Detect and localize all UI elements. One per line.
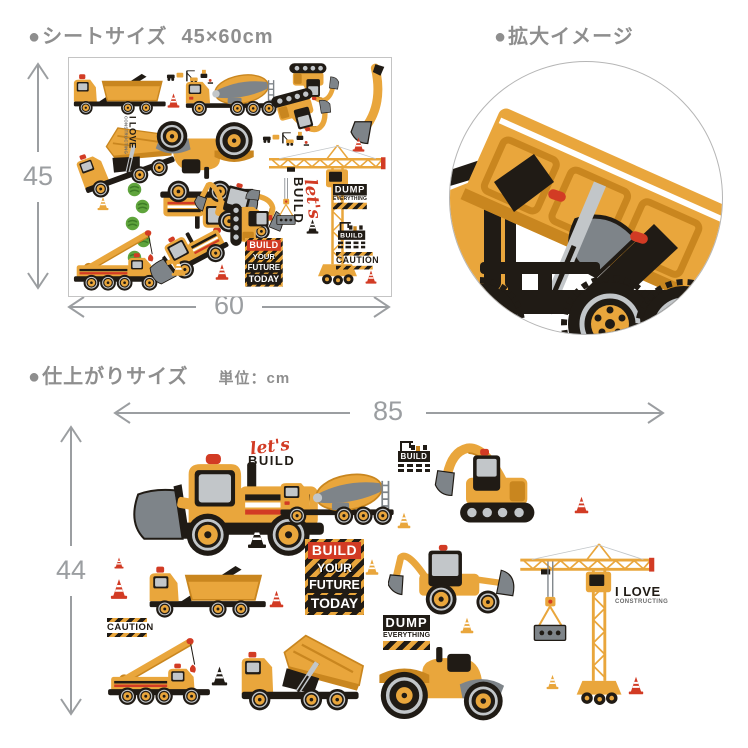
traffic-cone-icon: [397, 512, 411, 529]
traffic-cone-icon: [211, 666, 228, 686]
traffic-cone-icon: [269, 590, 284, 608]
dump-sign-line2: EVERYTHING: [333, 196, 368, 202]
build-text: BUILD: [338, 230, 366, 240]
road-roller-icon: [378, 645, 506, 722]
lets-text: let's: [248, 434, 292, 460]
future-sign-line1: BUILD: [308, 542, 361, 559]
sticker-dump-everything: DUMP EVERYTHING: [383, 615, 430, 650]
crane-truck-icon: [108, 638, 210, 705]
sticker-caution: CAUTION: [107, 618, 154, 637]
finished-width-label: 85: [372, 396, 404, 426]
build-text: BUILD: [398, 451, 430, 462]
traffic-cone-icon: [460, 617, 474, 634]
traffic-cone-icon: [365, 270, 377, 284]
finished-height-label: 44: [55, 555, 87, 585]
hazard-stripe: [333, 202, 367, 210]
dash-row: [398, 464, 430, 467]
dash-row: [338, 241, 366, 245]
traffic-cone-icon: [215, 264, 229, 280]
love-sign-line1: I LOVE: [615, 584, 661, 599]
traffic-cone-icon: [110, 579, 128, 599]
backhoe-loader-icon: [388, 545, 514, 615]
green-bush-icon: [125, 216, 140, 231]
dash-row: [338, 245, 366, 249]
excavator-icon: [435, 448, 534, 522]
dump-truck-closeup: [450, 108, 722, 334]
love-sign-line2: CONSTRUCTING: [615, 599, 669, 605]
sticker-lets-build: let's BUILD: [291, 177, 325, 224]
excavator-arm-icon: [351, 64, 384, 143]
enlarged-image-circle: [449, 61, 723, 335]
love-sign-line1: I LOVE: [127, 115, 139, 149]
future-sign-line4: TODAY: [308, 595, 361, 612]
dash-row: [398, 469, 430, 472]
hazard-stripe: [336, 265, 373, 270]
hazard-stripe: [383, 641, 430, 650]
sheet-size-heading: ●シートサイズ 45×60cm: [28, 20, 274, 49]
future-sign-line2: YOUR: [252, 252, 275, 262]
mini-crane-icon: [398, 441, 430, 451]
sticker-i-love-constructing: I LOVE CONSTRUCTING: [615, 584, 669, 606]
bullet-icon: ●: [28, 366, 42, 388]
finished-size-heading: ●仕上がりサイズ 単位：cm: [28, 360, 290, 389]
hazard-stripe: [336, 252, 373, 256]
traffic-cone-icon: [574, 496, 589, 514]
finished-layout-preview: let's BUILD BUILD BUILD YOUR FUTURE TODA…: [95, 420, 748, 748]
dump-sign-line2: EVERYTHING: [383, 632, 431, 639]
finished-size-title: 仕上がりサイズ: [42, 366, 189, 388]
mini-crane-icon: [338, 222, 365, 231]
sticker-lets-build: let's BUILD: [248, 434, 296, 468]
sticker-build-your-future-today: BUILD YOUR FUTURE TODAY: [245, 238, 283, 287]
green-bush-icon: [127, 182, 142, 197]
lets-text: let's: [299, 177, 325, 221]
mini-vehicles-icon: [262, 131, 310, 147]
traffic-cone-icon: [167, 93, 180, 108]
traffic-cone-icon: [546, 674, 559, 690]
traffic-cone-icon: [97, 196, 109, 211]
traffic-cone-icon: [628, 676, 644, 695]
mixer-truck-icon: [186, 71, 278, 116]
bullet-icon: ●: [28, 26, 42, 48]
caution-text: CAUTION: [336, 255, 380, 266]
skip-truck-icon: [150, 566, 266, 618]
sticker-caution: CAUTION: [336, 252, 380, 270]
caution-text: CAUTION: [107, 622, 154, 633]
future-sign-line1: BUILD: [246, 239, 281, 251]
excavator-icon: [270, 83, 335, 138]
sheet-height-label: 45: [22, 161, 54, 191]
future-sign-line3: FUTURE: [246, 262, 281, 273]
sticker-dump-everything: DUMP EVERYTHING: [333, 184, 368, 210]
future-sign-line4: TODAY: [246, 273, 281, 285]
dump-sign-line1: DUMP: [333, 184, 367, 196]
bullet-icon: ●: [494, 26, 508, 48]
sticker-i-love-constructing: I LOVE CONSTRUCTING: [122, 115, 139, 155]
mixer-truck-icon: [281, 470, 394, 525]
unit-label: 単位：cm: [218, 370, 291, 387]
crane-truck-icon: [74, 230, 166, 290]
sticker-build-mini: BUILD: [338, 222, 366, 249]
future-sign-line2: YOUR: [317, 561, 352, 575]
dump-sign-line1: DUMP: [383, 615, 430, 631]
enlarged-image-heading: ●拡大イメージ: [494, 20, 634, 49]
sheet-size-title: シートサイズ: [42, 26, 168, 48]
hazard-stripe: [107, 633, 147, 637]
sticker-build-mini: BUILD: [398, 441, 430, 472]
sticker-build-your-future-today: BUILD YOUR FUTURE TODAY: [305, 539, 364, 615]
mini-vehicles-icon: [166, 69, 214, 85]
love-sign-line2: CONSTRUCTING: [123, 115, 128, 155]
green-bush-icon: [135, 199, 150, 214]
wheel: [635, 279, 722, 334]
enlarged-image-title: 拡大イメージ: [508, 26, 634, 48]
traffic-cone-icon: [365, 559, 379, 575]
future-sign-line3: FUTURE: [308, 577, 361, 593]
skip-truck-icon: [74, 74, 166, 115]
traffic-cone-icon: [114, 557, 124, 569]
hazard-stripe: [107, 618, 147, 622]
sheet-size-value: 45×60cm: [181, 26, 274, 48]
sticker-sheet-preview: I LOVE CONSTRUCTING let's BUILD DUMP EVE…: [68, 57, 392, 297]
road-roller-icon: [154, 120, 255, 181]
build-text: BUILD: [248, 453, 296, 468]
dump-truck-icon: [242, 636, 363, 711]
